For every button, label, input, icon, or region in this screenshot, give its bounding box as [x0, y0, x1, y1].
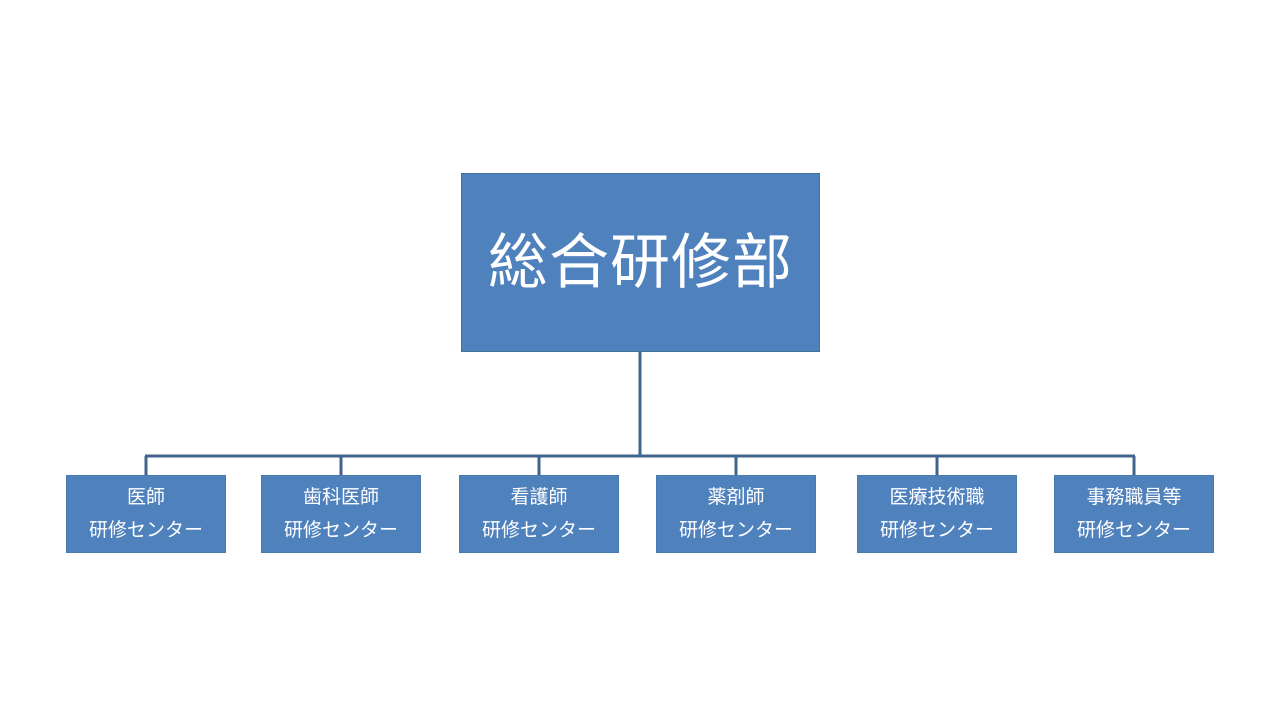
- child-node: 医師 研修センター: [66, 475, 226, 553]
- child-node-title: 事務職員等: [1086, 486, 1182, 508]
- child-node-title: 看護師: [510, 486, 568, 508]
- child-node-subtitle: 研修センター: [879, 519, 994, 541]
- child-node-subtitle: 研修センター: [88, 519, 203, 541]
- child-node-subtitle: 研修センター: [283, 519, 398, 541]
- child-node-title: 医療技術職: [889, 486, 985, 508]
- child-node-subtitle: 研修センター: [678, 519, 793, 541]
- child-node: 薬剤師 研修センター: [656, 475, 816, 553]
- child-node-title: 薬剤師: [707, 486, 765, 508]
- root-node-label: 総合研修部: [488, 227, 793, 298]
- child-node: 医療技術職 研修センター: [857, 475, 1017, 553]
- child-node-title: 歯科医師: [302, 486, 379, 508]
- child-node-subtitle: 研修センター: [481, 519, 596, 541]
- root-node: 総合研修部: [461, 173, 820, 352]
- child-node: 看護師 研修センター: [459, 475, 619, 553]
- child-node: 歯科医師 研修センター: [261, 475, 421, 553]
- child-node-title: 医師: [126, 486, 165, 508]
- child-node: 事務職員等 研修センター: [1054, 475, 1214, 553]
- child-node-subtitle: 研修センター: [1076, 519, 1191, 541]
